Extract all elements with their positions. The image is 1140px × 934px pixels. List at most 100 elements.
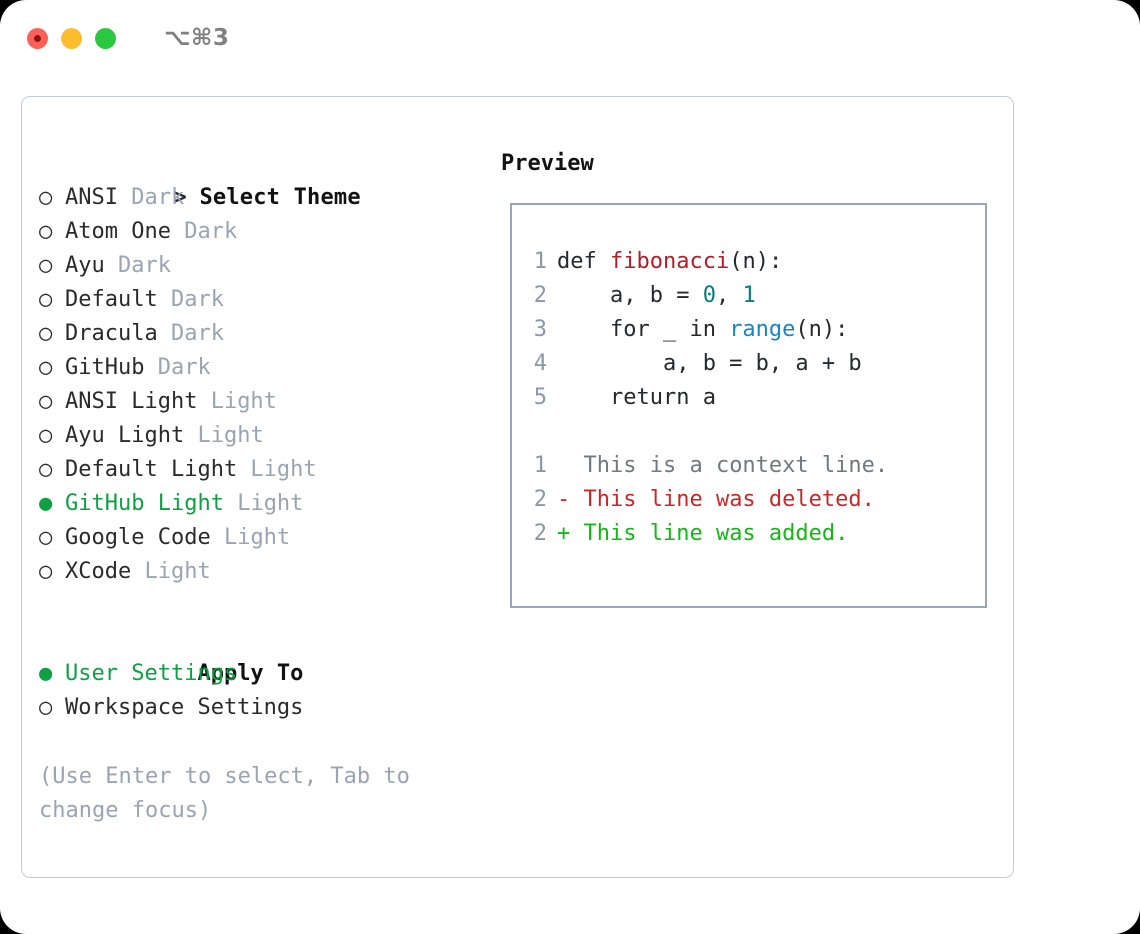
theme-name: Default Light — [65, 457, 238, 482]
code-token: def — [557, 249, 610, 274]
apply-to-label: Apply To — [197, 661, 304, 686]
theme-list-item[interactable]: ○Ayu Dark — [39, 249, 489, 283]
code-line-number: 2 — [533, 283, 547, 308]
theme-kind-badge: Dark — [117, 185, 185, 210]
theme-list-item[interactable]: ● GitHub Light Light — [39, 487, 489, 521]
theme-list-item[interactable]: ○Default Light Light — [39, 453, 489, 487]
diff-text: This line was deleted. — [570, 487, 875, 512]
preview-box: 1 def fibonacci (n): 2 a, b = 0, 1 3 for _ i… — [510, 203, 987, 608]
theme-name: GitHub — [65, 355, 145, 380]
theme-list-item[interactable]: ○ANSI Dark — [39, 181, 489, 215]
code-line: 5 return a — [525, 381, 862, 415]
theme-name: ANSI Light — [65, 389, 198, 414]
theme-kind-badge: Dark — [157, 287, 224, 312]
preview-title: Preview — [501, 151, 594, 176]
theme-list-item[interactable]: ○Dracula Dark — [39, 317, 489, 351]
radio-unselected-icon: ○ — [39, 389, 53, 414]
radio-selected-icon: ● — [39, 661, 53, 686]
code-token: 0 — [702, 283, 716, 308]
radio-unselected-icon: ○ — [39, 525, 53, 550]
apply-to-option-label: Workspace Settings — [65, 695, 304, 720]
select-theme-header: > Select Theme — [39, 147, 489, 210]
code-line-number: 4 — [533, 351, 547, 376]
radio-unselected-icon: ○ — [39, 423, 53, 448]
close-icon — [34, 34, 41, 42]
theme-kind-badge: Light — [131, 559, 211, 584]
theme-name: Ayu Light — [65, 423, 185, 448]
code-token: 1 — [742, 283, 756, 308]
theme-list-item[interactable]: ○ Google Code Light — [39, 521, 489, 555]
code-token: a, b = — [557, 283, 703, 308]
apply-to-header: Apply To — [39, 623, 489, 686]
code-line-number: 3 — [533, 317, 547, 342]
apply-to-option[interactable]: ○ Workspace Settings — [39, 691, 489, 725]
theme-list-item[interactable]: ○ ANSI Light Light — [39, 385, 489, 419]
theme-name: Atom One — [65, 219, 171, 244]
code-token: (n): — [795, 317, 849, 342]
theme-name: ANSI — [65, 185, 118, 210]
diff-text: This is a context line. — [570, 453, 889, 478]
code-line: 3 for _ in range(n): — [525, 313, 862, 347]
theme-list-item[interactable]: ○GitHub Dark — [39, 351, 489, 385]
theme-list-item[interactable]: ○ Atom One Dark — [39, 215, 489, 249]
theme-name: Default — [65, 287, 158, 312]
theme-kind-badge: Light — [184, 423, 264, 448]
theme-kind-badge: Light — [197, 389, 277, 414]
diff-line: 2 + This line was added. — [525, 517, 888, 551]
radio-selected-icon: ● — [39, 491, 53, 516]
theme-name: GitHub Light — [65, 491, 224, 516]
preview-column: Preview 1 def fibonacci (n): 2 a, b = 0, 1 3… — [501, 147, 991, 608]
code-token: , — [715, 283, 743, 308]
code-token: range — [729, 317, 796, 342]
theme-kind-badge: Light — [210, 525, 291, 550]
diff-text: This line was added. — [570, 521, 849, 546]
theme-name: Ayu — [65, 253, 105, 278]
apply-to-option[interactable]: ● User Settings — [39, 657, 489, 691]
diff-line-number: 1 — [533, 453, 547, 478]
code-sample: 1 def fibonacci (n): 2 a, b = 0, 1 3 for _ i… — [525, 245, 862, 415]
theme-name: Google Code — [65, 525, 211, 550]
select-theme-label: Select Theme — [199, 185, 361, 210]
diff-line: 1 This is a context line. — [525, 449, 888, 483]
theme-list-item[interactable]: ○XCode Light — [39, 555, 489, 589]
radio-unselected-icon: ○ — [39, 287, 53, 312]
list-spacer — [39, 589, 489, 623]
close-button[interactable] — [27, 27, 48, 49]
theme-kind-badge: Dark — [170, 219, 238, 244]
diff-line-number: 2 — [533, 521, 547, 546]
diff-sign — [557, 453, 570, 478]
minimize-button[interactable] — [61, 27, 82, 49]
radio-unselected-icon: ○ — [39, 219, 53, 244]
code-token: for _ in — [557, 317, 730, 342]
theme-kind-badge: Light — [223, 491, 304, 516]
radio-unselected-icon: ○ — [39, 457, 53, 482]
cursor-arrow-icon: > — [173, 185, 187, 210]
code-line-number: 5 — [533, 385, 547, 410]
main-panel: >Select Theme ○ANSI Dark○Atom One Dark○A… — [21, 96, 1014, 878]
apply-to-option-label: User Settings — [65, 661, 238, 686]
window-titlebar: ⌥⌘3 — [0, 0, 1140, 76]
radio-unselected-icon: ○ — [39, 321, 53, 346]
diff-line-number: 2 — [533, 487, 547, 512]
code-token: return a — [557, 385, 716, 410]
window-title: ⌥⌘3 — [164, 25, 230, 51]
radio-unselected-icon: ○ — [39, 695, 53, 720]
code-line-number: 1 — [533, 249, 547, 274]
apply-to-list: ● User Settings ○ Workspace Settings — [39, 657, 489, 725]
traffic-lights — [27, 27, 116, 49]
radio-unselected-icon: ○ — [39, 355, 53, 380]
code-token: a, b = b, a + b — [557, 351, 862, 376]
diff-sign: + — [557, 521, 571, 546]
theme-list: ○ANSI Dark○Atom One Dark○Ayu Dark○Defaul… — [39, 181, 489, 589]
code-token: fibonacci — [609, 249, 730, 274]
radio-unselected-icon: ○ — [39, 559, 53, 584]
theme-kind-badge: Dark — [104, 253, 171, 278]
maximize-button[interactable] — [95, 27, 116, 49]
code-line: 4 a, b = b, a + b — [525, 347, 862, 381]
theme-list-item[interactable]: ○ Ayu Light Light — [39, 419, 489, 453]
theme-kind-badge: Dark — [157, 321, 224, 346]
diff-sign: - — [557, 487, 571, 512]
theme-list-item[interactable]: ○ Default Dark — [39, 283, 489, 317]
